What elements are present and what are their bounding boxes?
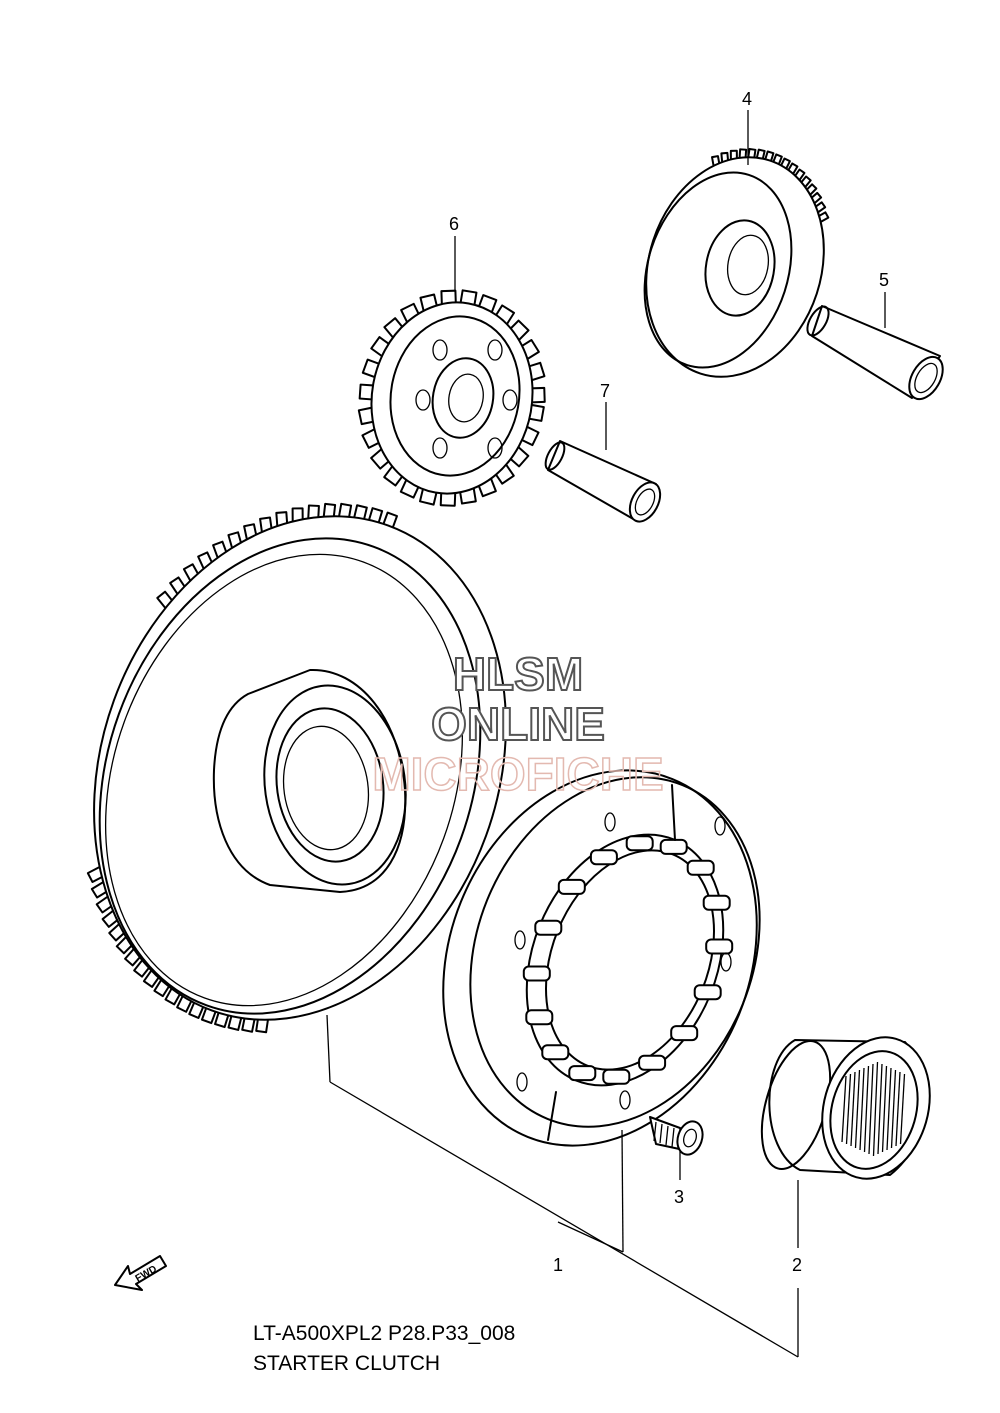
- needle: [841, 1075, 847, 1143]
- needle: [863, 1065, 870, 1153]
- bolt-hole: [714, 816, 726, 836]
- starter-driven-gear-drawing: [86, 502, 507, 1034]
- gear-hole: [487, 339, 503, 361]
- fwd-label: FWD: [134, 1264, 159, 1285]
- gear-hole: [502, 389, 518, 411]
- clutch-roller: [557, 878, 586, 895]
- gear-hole: [432, 437, 448, 459]
- idle-gear-1-drawing: [643, 147, 830, 378]
- one-way-clutch-drawing: [442, 769, 761, 1147]
- clutch-roller: [602, 1068, 631, 1085]
- watermark-line-3: MICROFICHE: [372, 748, 663, 800]
- callout-3: 3: [674, 1187, 684, 1207]
- needle: [859, 1067, 865, 1151]
- clutch-roller: [625, 835, 654, 852]
- clutch-roller: [659, 838, 688, 855]
- needle: [845, 1073, 852, 1145]
- needle: [854, 1069, 861, 1149]
- needle: [872, 1061, 879, 1157]
- callout-2: 2: [792, 1255, 802, 1275]
- needle: [895, 1071, 901, 1147]
- gear-hole: [432, 339, 448, 361]
- needle: [850, 1071, 856, 1147]
- gear-hole: [415, 389, 431, 411]
- callout-5: 5: [879, 270, 889, 290]
- callout-1: 1: [553, 1255, 563, 1275]
- needle: [886, 1067, 892, 1151]
- callout-numbers: 1 2 3 4 5 6 7: [449, 89, 889, 1275]
- bolt-hole: [516, 1072, 528, 1092]
- watermark: HLSM ONLINE MICROFICHE: [372, 647, 665, 801]
- bolt-hole: [619, 1090, 631, 1110]
- clutch-roller: [541, 1044, 570, 1061]
- clutch-roller: [670, 1025, 699, 1042]
- diagram-code: LT-A500XPL2 P28.P33_008: [253, 1322, 516, 1345]
- clutch-roller: [693, 984, 722, 1001]
- bolt-hole: [604, 812, 616, 832]
- needle: [890, 1069, 897, 1149]
- clutch-roller: [525, 1009, 554, 1026]
- needle: [877, 1063, 883, 1155]
- needle: [881, 1065, 888, 1153]
- clutch-roller: [702, 894, 731, 911]
- gear-hole: [487, 437, 503, 459]
- leader-lines: [326, 110, 886, 1358]
- callout-6: 6: [449, 214, 459, 234]
- shaft-7-drawing: [544, 440, 662, 523]
- clutch-roller: [522, 965, 551, 982]
- needle: [899, 1073, 906, 1145]
- fwd-arrow-icon: FWD: [114, 1255, 167, 1291]
- bolt-hole: [514, 930, 526, 950]
- clutch-roller: [638, 1054, 667, 1071]
- needle: [868, 1063, 874, 1155]
- bolt-drawing: [649, 1116, 704, 1156]
- clutch-roller: [686, 859, 715, 876]
- clutch-roller: [534, 919, 563, 936]
- clutch-roller: [705, 938, 734, 955]
- diagram-title: STARTER CLUTCH: [253, 1352, 441, 1375]
- clutch-roller: [568, 1065, 597, 1082]
- watermark-line-1: HLSM: [453, 648, 583, 700]
- needle-bearing-drawing: [760, 1036, 931, 1180]
- idle-gear-2-drawing: [357, 289, 546, 507]
- watermark-line-2: ONLINE: [431, 698, 605, 750]
- callout-7: 7: [600, 381, 610, 401]
- shaft-5-drawing: [806, 305, 944, 401]
- bolt-hole: [720, 952, 732, 972]
- callout-4: 4: [742, 89, 752, 109]
- clutch-roller: [589, 849, 618, 866]
